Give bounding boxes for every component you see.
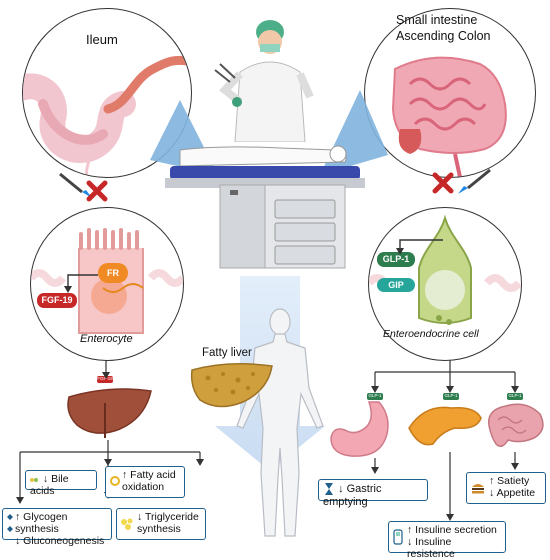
- brain-illustration: [488, 403, 544, 447]
- enteroendocrine-illustration: [369, 214, 521, 325]
- liver-illustration: [67, 388, 152, 438]
- triglyceride-box: ↓ Triglyceride synthesis: [116, 508, 206, 540]
- glp1-badge: GLP-1: [377, 252, 415, 267]
- liver-fgf19-tag: FGF-19: [97, 376, 113, 383]
- small-intestine-label: Small intestine: [396, 13, 478, 27]
- satiety-box: ↑ Satiety ↓ Appetite: [466, 472, 546, 504]
- fatty-liver-label: Fatty liver: [202, 347, 252, 359]
- right-tree-arrows: [371, 360, 519, 393]
- enteroendocrine-label: Enteroendocrine cell: [383, 328, 479, 340]
- bile-acids-box: ↓ Bile acids: [25, 470, 97, 497]
- surgeon-figure: [214, 20, 314, 142]
- bile-icon: [30, 478, 38, 483]
- enterocyte-label: Enterocyte: [80, 333, 133, 345]
- ileum-illustration: [23, 55, 191, 177]
- fr-receptor: FR: [98, 263, 128, 283]
- ascending-colon-label: Ascending Colon: [396, 29, 491, 43]
- glucometer-icon: [393, 529, 403, 545]
- operating-table: [165, 145, 365, 269]
- human-figure: [236, 308, 324, 537]
- glycogen-box: ↑ Glycogen synthesis ↓ Gluconeogenesis: [2, 508, 112, 547]
- enteroendocrine-circle: [368, 207, 522, 361]
- gip-badge: GIP: [377, 278, 415, 292]
- fatty-liver-illustration: [190, 363, 273, 408]
- stomach-glp1-tag: GLP-1: [367, 393, 383, 400]
- ileum-label: Ileum: [86, 32, 118, 47]
- fatty-acid-box: ↑ Fatty acid oxidation: [105, 466, 185, 498]
- cell-to-glp1-arrow: [396, 239, 443, 255]
- pancreas-illustration: [408, 406, 482, 446]
- insulin-box: ↑ Insuline secretion ↓ Insuline resisten…: [388, 521, 506, 560]
- gastric-emptying-box: ↓ Gastric emptying: [318, 479, 428, 508]
- fgf19-badge: FGF-19: [37, 293, 77, 308]
- cross-icon: [86, 180, 108, 202]
- fatty-acid-icon: [110, 476, 120, 486]
- triglyceride-icon: [121, 518, 133, 530]
- right-organ-arrows: [371, 452, 519, 521]
- intestine-illustration: [391, 56, 507, 177]
- scalpel-icon: [458, 168, 491, 194]
- enterocyte-circle: [30, 207, 184, 361]
- burger-icon: [472, 484, 484, 494]
- pancreas-glp1-tag: GLP-1: [443, 393, 459, 400]
- fr-to-fgf19-arrow: [64, 274, 98, 293]
- left-vertical-arrow: [102, 360, 110, 379]
- glycogen-icon: [7, 514, 13, 532]
- stomach-illustration: [330, 401, 389, 457]
- brain-glp1-tag: GLP-1: [507, 393, 523, 400]
- stopwatch-icon: [325, 483, 333, 495]
- cross-icon: [432, 172, 454, 194]
